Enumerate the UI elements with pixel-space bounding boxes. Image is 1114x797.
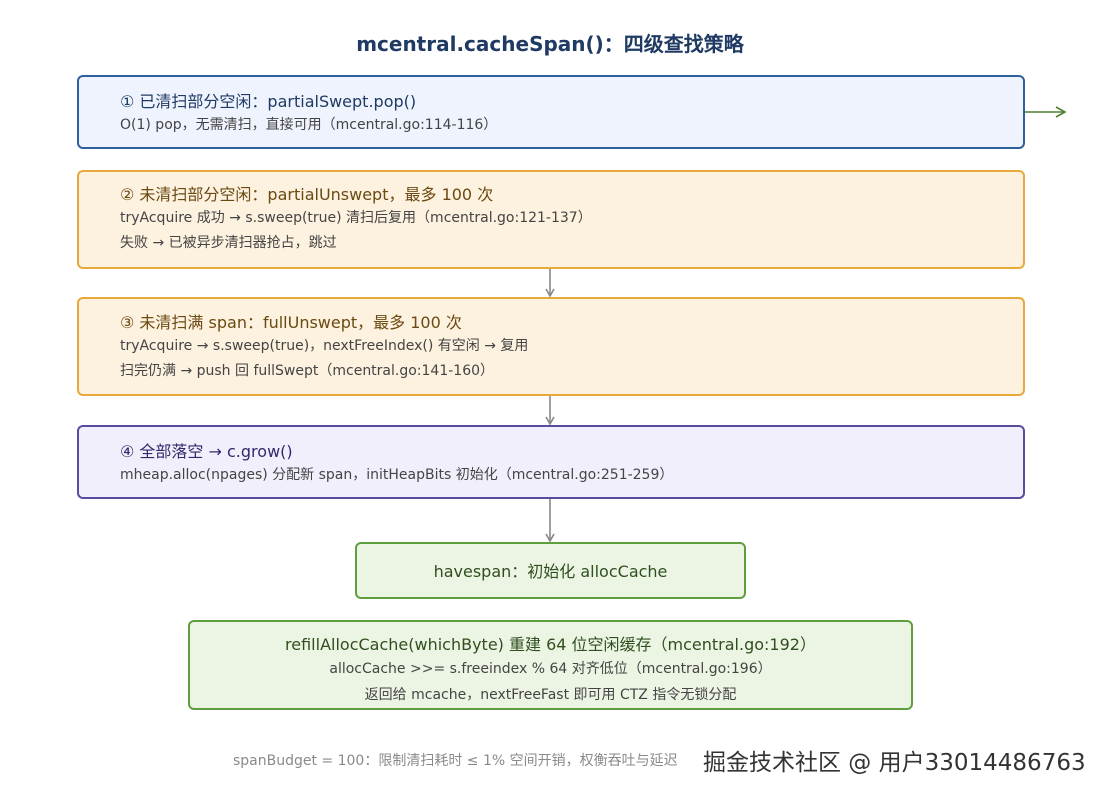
refill-head: refillAllocCache(whichByte) 重建 64 位空闲缓存（… bbox=[285, 635, 816, 654]
step-1-head: ① 已清扫部分空闲：partialSwept.pop() bbox=[120, 92, 417, 111]
step-3-head: ③ 未清扫满 span：fullUnswept，最多 100 次 bbox=[120, 313, 462, 332]
step-1-box: ① 已清扫部分空闲：partialSwept.pop() O(1) pop，无需… bbox=[77, 75, 1025, 149]
step-3-line-2: 扫完仍满 → push 回 fullSwept（mcentral.go:141-… bbox=[120, 363, 495, 379]
watermark: 掘金技术社区 @ 用户3301448676​3 bbox=[703, 750, 1086, 776]
refill-box: refillAllocCache(whichByte) 重建 64 位空闲缓存（… bbox=[188, 620, 913, 710]
refill-line-1: allocCache >>= s.freeindex % 64 对齐低位（mce… bbox=[329, 661, 772, 677]
step-3-line-1: tryAcquire → s.sweep(true)，nextFreeIndex… bbox=[120, 338, 529, 354]
step-2-line-2: 失败 → 已被异步清扫器抢占，跳过 bbox=[120, 235, 337, 251]
havespan-label: havespan：初始化 allocCache bbox=[433, 562, 668, 581]
refill-line-2: 返回给 mcache，nextFreeFast 即可用 CTZ 指令无锁分配 bbox=[364, 687, 737, 703]
footer-note: spanBudget = 100：限制清扫耗时 ≤ 1% 空间开销，权衡吞吐与延… bbox=[233, 753, 678, 769]
diagram-title: mcentral.cacheSpan()：四级查找策略 bbox=[356, 32, 744, 56]
havespan-box: havespan：初始化 allocCache bbox=[355, 542, 746, 599]
step-3-box: ③ 未清扫满 span：fullUnswept，最多 100 次 tryAcqu… bbox=[77, 297, 1025, 396]
step-1-line-1: O(1) pop，无需清扫，直接可用（mcentral.go:114-116） bbox=[120, 117, 498, 133]
step-4-line-1: mheap.alloc(npages) 分配新 span，initHeapBit… bbox=[120, 467, 674, 483]
step-2-line-1: tryAcquire 成功 → s.sweep(true) 清扫后复用（mcen… bbox=[120, 210, 592, 226]
step-4-head: ④ 全部落空 → c.grow() bbox=[120, 442, 293, 461]
step-2-box: ② 未清扫部分空闲：partialUnswept，最多 100 次 tryAcq… bbox=[77, 170, 1025, 269]
step-4-box: ④ 全部落空 → c.grow() mheap.alloc(npages) 分配… bbox=[77, 425, 1025, 499]
step-2-head: ② 未清扫部分空闲：partialUnswept，最多 100 次 bbox=[120, 185, 494, 204]
